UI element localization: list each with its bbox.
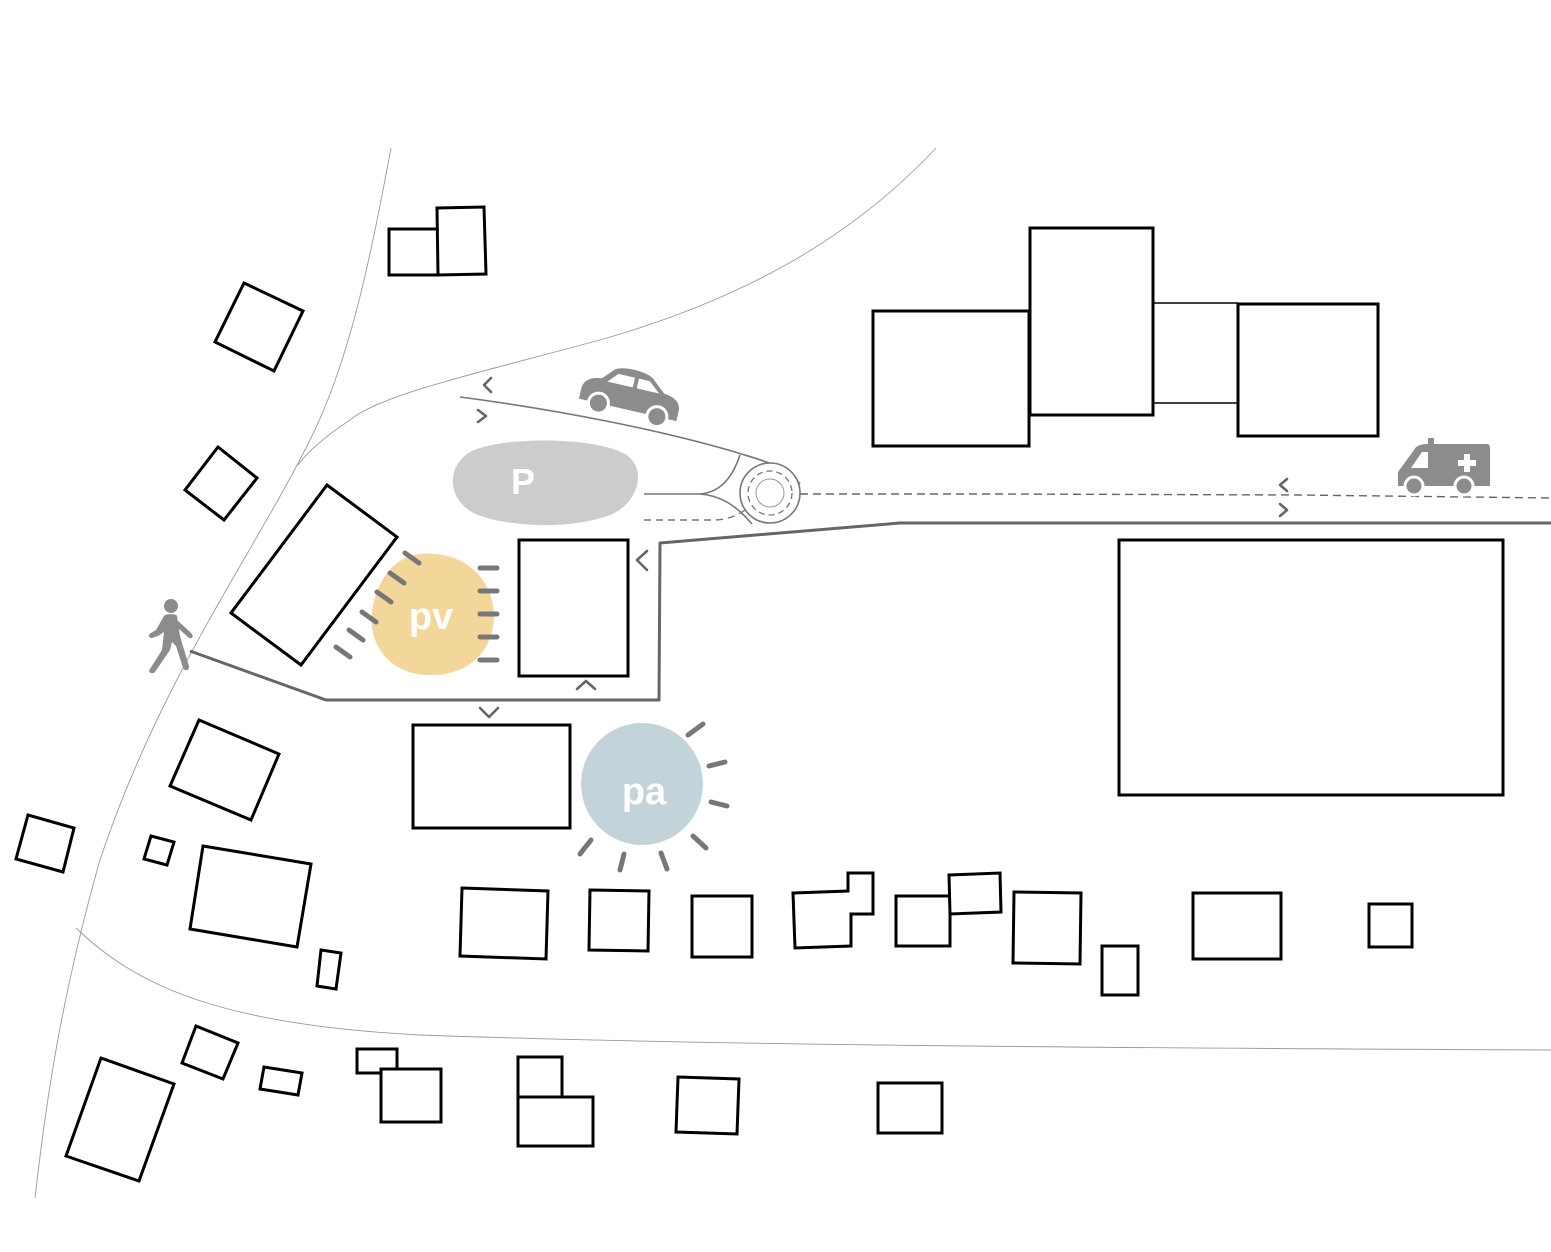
parking-zone-shape (452, 440, 639, 526)
building (168, 718, 281, 822)
building (411, 723, 572, 830)
zone-pv: pv (333, 550, 500, 676)
building (1367, 902, 1414, 949)
building (947, 871, 1003, 916)
entrance-chevron (1278, 502, 1289, 518)
building (1011, 890, 1083, 966)
building (690, 894, 754, 959)
building (315, 948, 343, 991)
building (876, 1081, 944, 1135)
road-edge-north (297, 147, 937, 466)
building (228, 482, 400, 668)
road-edges (34, 147, 1551, 1199)
car-icon (578, 368, 679, 429)
entrance-chevron (575, 679, 597, 691)
building (212, 281, 306, 374)
access-road (459, 396, 1551, 525)
pa-zone-label: pa (622, 771, 667, 813)
zone-pa: pa (577, 721, 730, 873)
building (791, 871, 875, 950)
building (387, 227, 440, 277)
building (871, 309, 1031, 448)
entrance-chevron (635, 549, 649, 572)
road-edge-west (34, 147, 392, 1199)
building (180, 1024, 240, 1081)
building (458, 886, 550, 961)
building (894, 894, 952, 948)
vehicle-road-loop-b (699, 493, 753, 525)
entrance-chevron (478, 706, 500, 719)
building (14, 813, 76, 874)
roundabout-icon (739, 462, 801, 524)
road-edge-south (75, 927, 1551, 1051)
building (379, 1067, 443, 1124)
building (258, 1065, 304, 1097)
pv-radiating-ticks (333, 550, 500, 663)
building (182, 444, 260, 523)
emergency-route-dashed (800, 493, 1551, 499)
buildings (14, 205, 1505, 1183)
building (64, 1056, 176, 1183)
pedestrian-icon (148, 599, 193, 674)
zone-parking: P (452, 440, 639, 526)
building (516, 1095, 595, 1148)
vehicle-road-loop-a (644, 454, 741, 495)
building (517, 538, 630, 678)
entrance-chevron (1278, 477, 1289, 493)
ambulance-icon (1398, 438, 1490, 497)
building (1028, 226, 1155, 417)
building (435, 205, 488, 277)
pa-radiating-ticks (577, 721, 730, 873)
pedestrian-access-path (189, 521, 1551, 702)
pv-zone-label: pv (409, 596, 453, 638)
building (1100, 944, 1140, 997)
entrance-chevron (476, 408, 488, 424)
building (142, 834, 176, 867)
building (188, 844, 313, 949)
building (516, 1055, 564, 1099)
building (674, 1075, 741, 1136)
pa-zone-shape (581, 723, 703, 845)
building (587, 888, 651, 953)
parking-zone-label: P (511, 461, 535, 502)
vehicle-road-lower-dashed (644, 509, 746, 521)
entrance-chevron (482, 376, 493, 394)
building (1117, 538, 1505, 797)
building (1191, 891, 1283, 961)
building (1236, 302, 1380, 438)
entrance-markers (476, 376, 1289, 719)
